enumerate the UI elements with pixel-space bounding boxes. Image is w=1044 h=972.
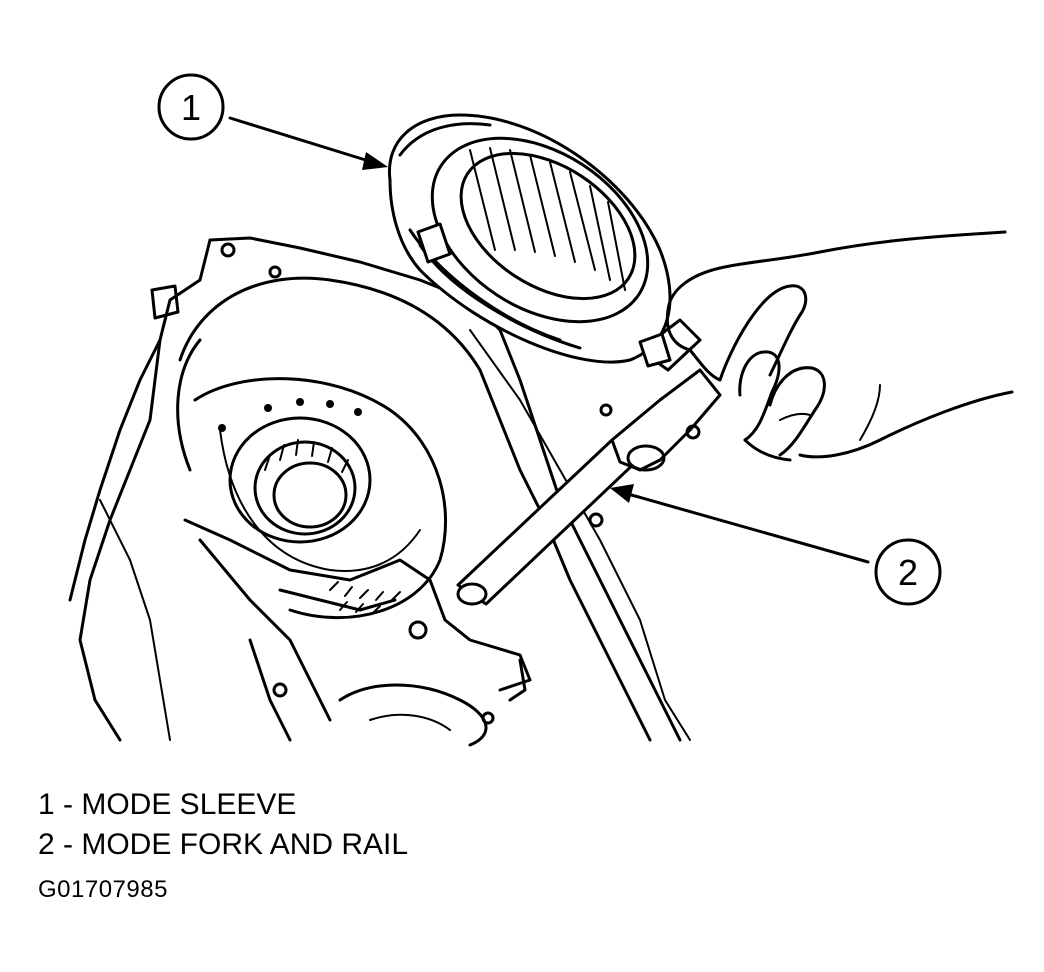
mode-fork-and-rail	[456, 318, 722, 606]
legend-item-mode-fork-and-rail: 2 - MODE FORK AND RAIL	[38, 828, 409, 861]
figure-code: G01707985	[38, 876, 168, 903]
callout-1: 1	[157, 73, 388, 170]
sleeve-splines	[469, 147, 626, 291]
legend-item-mode-sleeve: 1 - MODE SLEEVE	[38, 788, 297, 821]
callout-1-number: 1	[181, 87, 201, 128]
figure-legend: 1 - MODE SLEEVE 2 - MODE FORK AND RAIL	[38, 785, 408, 865]
transfer-case-illustration: 1 2	[68, 73, 1014, 747]
mode-sleeve	[387, 113, 672, 368]
hand	[665, 230, 1014, 462]
output-bearing	[193, 377, 447, 620]
range-fork	[183, 518, 532, 747]
case-housing	[68, 236, 691, 742]
callout-2: 2	[610, 484, 942, 606]
callout-2-number: 2	[898, 552, 918, 593]
